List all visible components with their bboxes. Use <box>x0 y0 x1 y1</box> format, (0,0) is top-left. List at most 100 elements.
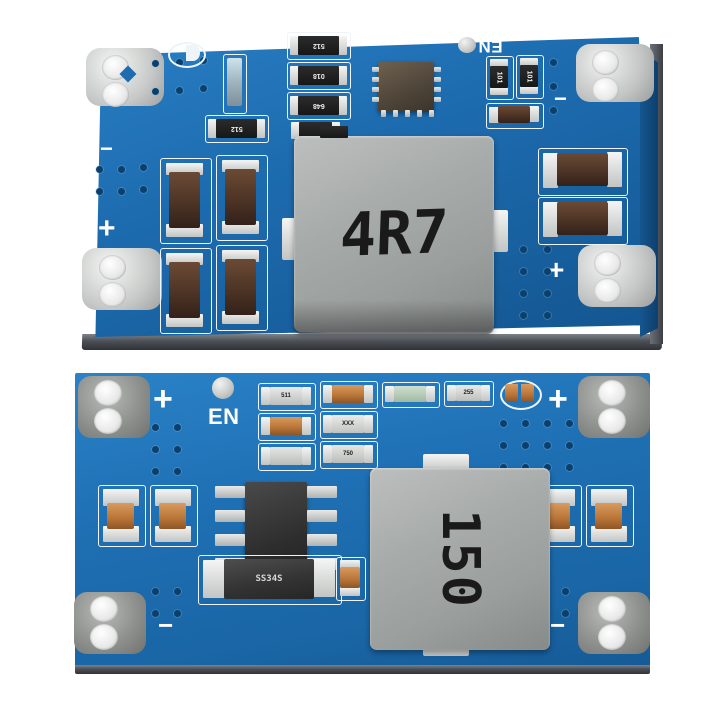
resistor-018-marking: 018 <box>312 72 325 79</box>
cin1-term-b <box>103 526 139 542</box>
cap-out-1-term-r <box>607 152 622 187</box>
silk-resistor-018-top <box>287 62 351 90</box>
capacitor-output-2-bottom <box>595 503 622 529</box>
cin1-term-t <box>103 489 139 506</box>
silk-minus-right-bottom: − <box>550 610 566 640</box>
silk-r-grid-4 <box>320 411 378 439</box>
silk-cap-out-2-top <box>538 197 628 245</box>
rg1-term-r <box>302 387 311 405</box>
capacitor-input-3-top <box>169 262 200 318</box>
pcb-edge-bottom-2 <box>75 665 650 674</box>
cout2-term-b <box>591 526 627 542</box>
silk-smd-row-1 <box>382 382 440 408</box>
mount-hole-bottom-left-b <box>99 282 126 307</box>
silk-plus-left-bottom: + <box>153 380 174 418</box>
resistor-101a-top: 101 <box>490 66 508 88</box>
silk-en-label-top: EN <box>478 37 503 56</box>
silk-cap-in-1-top <box>160 158 212 244</box>
silk-smd-row-2 <box>444 381 494 407</box>
silk-cap-in-3-top <box>160 248 212 334</box>
cap-out-2-term-l <box>543 202 558 237</box>
silk-en-label-bottom: EN <box>208 404 240 429</box>
resistor-648-top: 648 <box>298 96 339 115</box>
board-bottom: + + − − EN <box>0 360 720 720</box>
resistor-grid-6-marking: 750 <box>342 451 353 457</box>
rg4-term-l <box>323 415 332 433</box>
capacitor-input-2-top <box>225 169 256 225</box>
r101b-term-b <box>520 86 538 94</box>
mount-hole-tl-a-bottom <box>94 380 122 406</box>
smd2-term-r <box>481 385 490 401</box>
resistor-grid-6-bottom: 750 <box>332 445 364 463</box>
rg6-term-r <box>364 445 373 463</box>
mount-hole-bottom-right-a <box>594 251 621 276</box>
cap101-term-l <box>489 107 499 123</box>
smd1-term-r <box>426 386 435 402</box>
mount-hole-tr-b-bottom <box>598 408 626 434</box>
silk-resistor-512b-top <box>205 115 269 143</box>
cin2-term-t <box>155 489 191 506</box>
resistor-grid-4-bottom: XXX <box>332 415 364 433</box>
capacitor-output-2-top <box>557 202 608 235</box>
cap-small-term-l <box>291 122 300 139</box>
rg4-term-r <box>364 415 373 433</box>
rg3-term-l <box>261 417 270 435</box>
mount-hole-top-right-b <box>592 77 619 102</box>
silk-minus-left-top: − <box>100 136 114 161</box>
mount-hole-tl-b-bottom <box>94 408 122 434</box>
silk-resistor-512a-top <box>287 32 351 60</box>
r018-term-l <box>290 66 299 85</box>
mount-hole-bottom-left-a <box>99 255 126 280</box>
resistor-512a-top: 512 <box>298 36 339 55</box>
r648-term-l <box>290 96 299 115</box>
inductor-150-marking: 150 <box>429 509 490 609</box>
inductor-term-top-bottom <box>423 454 469 472</box>
silk-r-grid-1 <box>258 383 316 411</box>
silk-plus-right-top: + <box>548 254 565 285</box>
capacitor-input-1-bottom <box>107 503 134 529</box>
smdd-term-b <box>340 587 360 596</box>
cap101-term-r <box>529 106 539 122</box>
silk-minus-left-bottom: − <box>158 610 174 640</box>
silk-cap-in-2-top <box>216 155 268 241</box>
resistor-grid-5-bottom <box>270 447 302 465</box>
rg2-term-l <box>323 385 332 403</box>
resistor-grid-2-bottom <box>332 385 364 403</box>
resistor-512a-marking: 512 <box>312 42 325 49</box>
rg6-term-l <box>323 445 332 463</box>
silk-cap-under-101-top <box>486 103 544 129</box>
rg3-term-r <box>302 417 311 435</box>
silk-cap-in-1-bottom <box>98 485 146 547</box>
silk-plus-left-top: + <box>98 212 117 245</box>
smd-part-2-marking: 255 <box>463 390 474 396</box>
r101a-term-t <box>490 59 508 67</box>
regulator-ic-top <box>378 62 434 112</box>
resistor-648-marking: 648 <box>312 102 325 109</box>
capacitor-output-1-top <box>557 153 608 186</box>
mount-hole-tr-a-bottom <box>598 380 626 406</box>
silk-cap-out-2-bottom <box>586 485 634 547</box>
silk-resistor-101a-top <box>486 56 514 100</box>
diode-term-r <box>311 559 335 597</box>
smd-near-diode-bottom <box>340 567 360 588</box>
mount-hole-bl-b-bottom <box>90 624 118 650</box>
schottky-diode-bottom: SS34S <box>224 559 314 599</box>
resistor-grid-4-marking: XXX <box>341 421 354 427</box>
rg2-term-r <box>364 385 373 403</box>
capacitor-input-4-top <box>225 259 256 315</box>
inductor-150-bottom: 150 <box>370 468 550 650</box>
r101a-term-b <box>490 87 508 95</box>
silk-led-box-top <box>223 54 247 114</box>
cap-out-1-term-l <box>543 153 558 188</box>
silk-r-grid-3 <box>258 413 316 441</box>
resistor-grid-1-bottom: 511 <box>270 387 302 405</box>
inductor-4r7-shade-top <box>294 300 494 334</box>
silk-resistor-648-top <box>287 92 351 120</box>
mount-hole-br-a-bottom <box>598 596 626 622</box>
smd-part-2-bottom: 255 <box>456 385 481 401</box>
mount-hole-bl-a-bottom <box>90 596 118 622</box>
mount-hole-top-right-a <box>592 50 619 75</box>
cout2-term-t <box>591 489 627 506</box>
resistor-512b-marking: 512 <box>230 125 243 132</box>
